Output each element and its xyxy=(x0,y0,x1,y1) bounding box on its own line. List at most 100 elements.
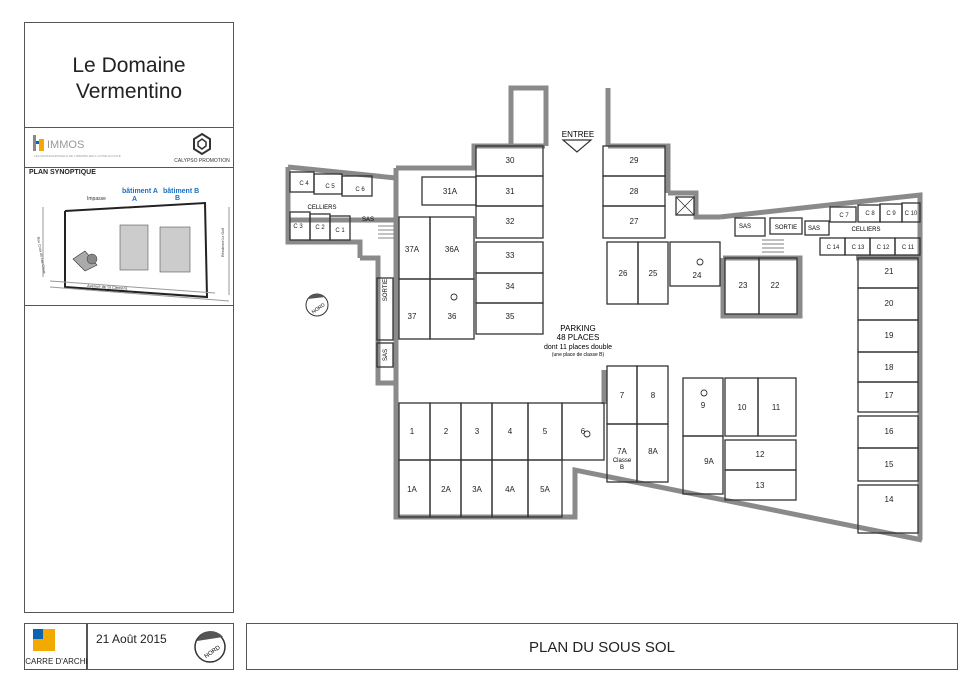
svg-text:30: 30 xyxy=(506,156,515,165)
sas-east-label: SAS xyxy=(739,224,751,230)
svg-text:21: 21 xyxy=(885,267,894,276)
svg-text:18: 18 xyxy=(885,363,894,372)
svg-text:9A: 9A xyxy=(704,457,714,466)
immos-tagline: LES PROFESSIONNELS DE L'IMMOBILIER A VOT… xyxy=(34,154,121,158)
svg-text:34: 34 xyxy=(506,282,515,291)
west-north-arrow-icon xyxy=(305,293,329,317)
plan-title-box: PLAN DU SOUS SOL xyxy=(246,623,958,670)
immos-brand: IMMOS xyxy=(47,139,84,151)
plan-date: 21 Août 2015 xyxy=(96,632,167,646)
svg-text:19: 19 xyxy=(885,331,894,340)
svg-text:32: 32 xyxy=(506,217,515,226)
project-title-line2: Vermentino xyxy=(75,80,183,103)
svg-text:10: 10 xyxy=(738,403,747,412)
entrance-arrow-icon xyxy=(561,139,593,153)
project-title-box: Le Domaine Vermentino xyxy=(25,23,233,128)
svg-text:37A: 37A xyxy=(405,245,420,254)
outer-walls xyxy=(285,85,923,543)
sas-west2-label: SAS xyxy=(383,349,389,361)
synoptic-batiment-a: bâtiment A xyxy=(122,188,158,195)
svg-text:20: 20 xyxy=(885,299,894,308)
sas-west-label: SAS xyxy=(362,217,374,223)
svg-text:C 6: C 6 xyxy=(355,187,365,193)
svg-text:24: 24 xyxy=(693,271,702,280)
synoptic-avenue: Avenue de St Clement xyxy=(87,283,128,291)
svg-text:31: 31 xyxy=(506,187,515,196)
synoptic-batiment-b: bâtiment B xyxy=(163,188,199,195)
synoptic-north-arrow-icon xyxy=(86,253,98,265)
svg-text:C 8: C 8 xyxy=(865,211,875,217)
sidebar-panel: Le Domaine Vermentino IMMOS LES PROFESSI… xyxy=(24,22,234,613)
svg-text:C 11: C 11 xyxy=(902,245,915,251)
svg-text:36A: 36A xyxy=(445,245,460,254)
svg-text:23: 23 xyxy=(739,281,748,290)
project-title-line1: Le Domaine xyxy=(72,54,186,77)
svg-text:6: 6 xyxy=(581,427,586,436)
svg-text:8A: 8A xyxy=(648,447,658,456)
svg-text:37: 37 xyxy=(408,312,417,321)
svg-text:C 4: C 4 xyxy=(299,181,309,187)
svg-text:C 5: C 5 xyxy=(325,184,335,190)
parking-line1: PARKING xyxy=(560,324,595,333)
svg-text:17: 17 xyxy=(885,391,894,400)
logos-row: IMMOS LES PROFESSIONNELS DE L'IMMOBILIER… xyxy=(25,127,233,168)
svg-text:35: 35 xyxy=(506,312,515,321)
svg-text:11: 11 xyxy=(772,403,781,412)
svg-text:3A: 3A xyxy=(472,485,482,494)
synoptic-rue: Rue Croix de Las Creus xyxy=(36,236,46,274)
entree-label: ENTREE xyxy=(562,130,594,139)
svg-text:33: 33 xyxy=(506,251,515,260)
svg-text:22: 22 xyxy=(771,281,780,290)
svg-text:16: 16 xyxy=(885,427,894,436)
sortie-west-label: SORTIE xyxy=(383,279,389,301)
date-box: 21 Août 2015 NORD xyxy=(87,623,234,670)
svg-text:8: 8 xyxy=(651,391,656,400)
carre-archi-logo xyxy=(33,629,55,651)
svg-text:C 14: C 14 xyxy=(827,245,840,251)
svg-text:28: 28 xyxy=(630,187,639,196)
svg-text:9: 9 xyxy=(701,401,706,410)
svg-text:C 10: C 10 xyxy=(905,211,918,217)
svg-text:15: 15 xyxy=(885,460,894,469)
svg-text:7: 7 xyxy=(620,391,625,400)
classe-b-label: B xyxy=(620,465,624,471)
svg-text:C 2: C 2 xyxy=(315,225,325,231)
calypso-logo: CALYPSO PROMOTION xyxy=(174,132,230,164)
synoptic-label: PLAN SYNOPTIQUE xyxy=(29,169,96,176)
svg-text:36: 36 xyxy=(448,312,457,321)
svg-text:1A: 1A xyxy=(407,485,417,494)
svg-text:C 12: C 12 xyxy=(877,245,890,251)
calypso-label: CALYPSO PROMOTION xyxy=(174,158,230,164)
svg-text:1: 1 xyxy=(410,427,415,436)
svg-text:26: 26 xyxy=(619,269,628,278)
synoptic-map: bâtiment A bâtiment B A B Impasse Rue Cr… xyxy=(36,188,230,302)
parking-line4: (une place de classe B) xyxy=(552,352,605,358)
synoptic-impasse: Impasse xyxy=(87,196,106,202)
parking-line3: dont 11 places double xyxy=(544,344,612,351)
svg-text:C 9: C 9 xyxy=(886,211,896,217)
svg-text:A: A xyxy=(132,196,137,203)
celliers-east-label: CELLIERS xyxy=(851,227,880,233)
svg-text:5: 5 xyxy=(543,427,548,436)
svg-text:5A: 5A xyxy=(540,485,550,494)
plan-title: PLAN DU SOUS SOL xyxy=(529,639,675,656)
svg-text:4: 4 xyxy=(508,427,513,436)
svg-text:C 13: C 13 xyxy=(852,245,865,251)
sortie-east-label: SORTIE xyxy=(775,225,797,231)
synoptic-residence: Résidence Le Golf xyxy=(221,228,225,257)
svg-text:C 3: C 3 xyxy=(293,224,303,230)
svg-text:13: 13 xyxy=(756,481,765,490)
svg-text:29: 29 xyxy=(630,156,639,165)
svg-text:12: 12 xyxy=(756,450,765,459)
footer-north-arrow-icon: NORD xyxy=(194,631,226,663)
synoptic-panel: PLAN SYNOPTIQUE bâtiment A bâtiment B A … xyxy=(25,167,233,306)
celliers-west-label: CELLIERS xyxy=(307,205,336,211)
sas-east2-label: SAS xyxy=(808,226,820,232)
svg-text:4A: 4A xyxy=(505,485,515,494)
immos-logo: IMMOS LES PROFESSIONNELS DE L'IMMOBILIER… xyxy=(33,135,121,158)
svg-text:3: 3 xyxy=(475,427,480,436)
carre-archi-label: CARRE D'ARCHI xyxy=(25,657,88,666)
